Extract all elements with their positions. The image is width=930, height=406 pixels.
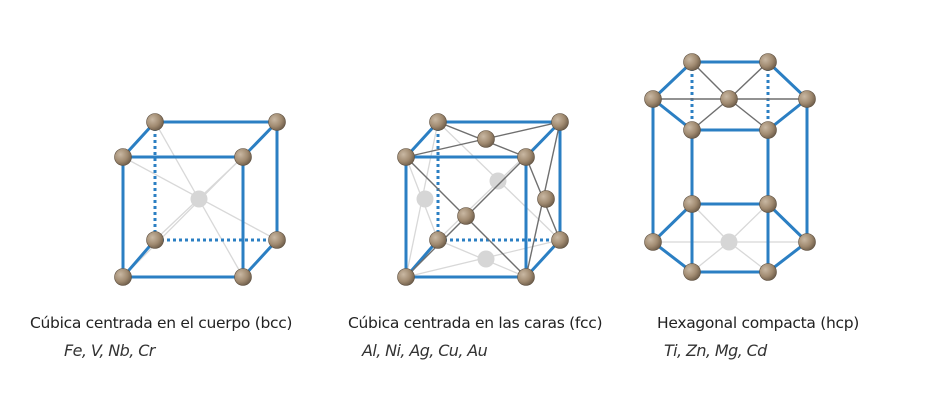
atom <box>551 113 569 131</box>
atom <box>429 231 447 249</box>
atom <box>759 53 777 71</box>
edge <box>766 60 809 101</box>
edge <box>651 202 694 244</box>
hidden-atom <box>477 250 495 268</box>
atom <box>517 148 535 166</box>
hcp-unit-cell <box>644 53 816 281</box>
atom <box>114 268 132 286</box>
atom <box>683 53 701 71</box>
hcp-caption: Hexagonal compacta (hcp) <box>657 314 860 332</box>
atom <box>798 90 816 108</box>
atom <box>644 233 662 251</box>
edge <box>651 60 694 101</box>
basal-line <box>728 61 769 100</box>
atom <box>517 268 535 286</box>
atom <box>397 268 415 286</box>
bcc-unit-cell <box>114 113 286 286</box>
hidden-atom <box>190 190 208 208</box>
atom <box>644 90 662 108</box>
hidden-atom <box>489 172 507 190</box>
bcc-elements: Fe, V, Nb, Cr <box>64 341 155 360</box>
atom <box>720 90 738 108</box>
atom <box>234 148 252 166</box>
hidden-atom <box>720 233 738 251</box>
bcc-caption: Cúbica centrada en el cuerpo (bcc) <box>30 314 293 332</box>
atom <box>551 231 569 249</box>
atom <box>268 113 286 131</box>
atom <box>759 263 777 281</box>
atom <box>683 263 701 281</box>
atom <box>683 195 701 213</box>
atom <box>397 148 415 166</box>
atom <box>477 130 495 148</box>
atom <box>146 231 164 249</box>
atom <box>759 195 777 213</box>
atom <box>798 233 816 251</box>
hidden-atom <box>416 190 434 208</box>
fcc-elements: Al, Ni, Ag, Cu, Au <box>362 341 488 360</box>
atom <box>429 113 447 131</box>
atom <box>114 148 132 166</box>
atom <box>234 268 252 286</box>
atom <box>457 207 475 225</box>
atom <box>146 113 164 131</box>
atom <box>537 190 555 208</box>
atom <box>683 121 701 139</box>
basal-line <box>691 203 730 243</box>
atom <box>268 231 286 249</box>
fcc-unit-cell <box>397 113 569 286</box>
edge <box>766 202 809 244</box>
fcc-caption: Cúbica centrada en las caras (fcc) <box>348 314 603 332</box>
atom <box>759 121 777 139</box>
basal-line <box>728 203 769 243</box>
hcp-elements: Ti, Zn, Mg, Cd <box>664 341 767 360</box>
